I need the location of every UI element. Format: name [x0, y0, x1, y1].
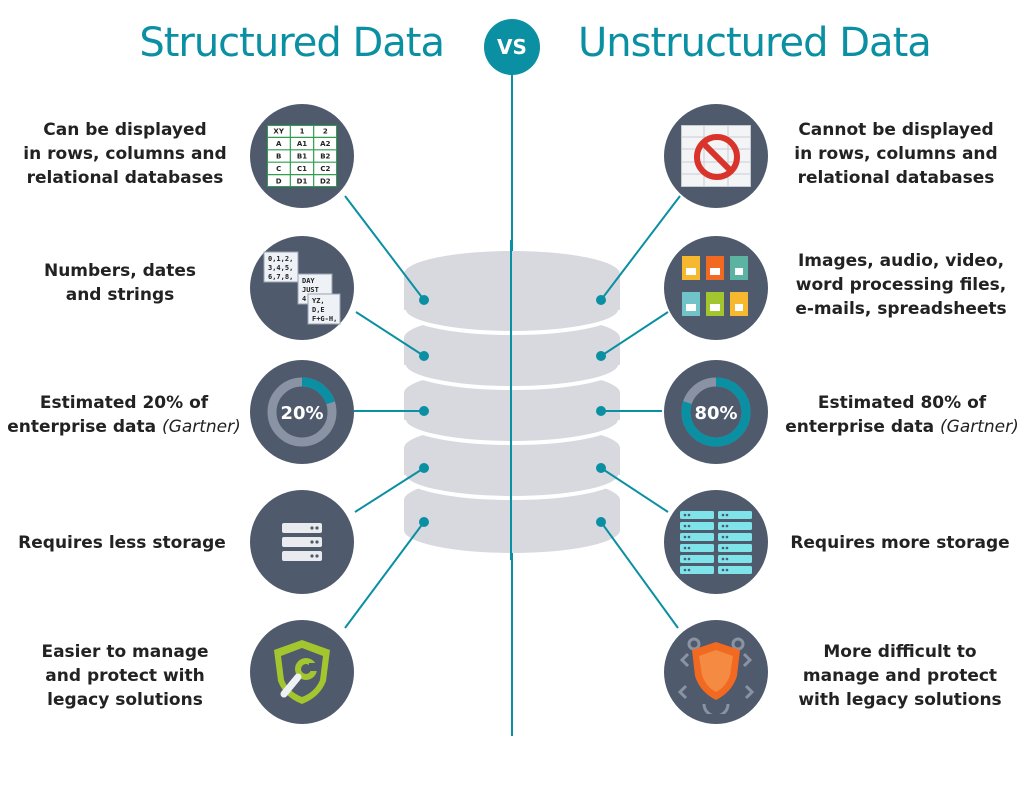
- no-table-icon-circle: [664, 104, 768, 208]
- left-label-1-line3: relational databases: [26, 168, 224, 188]
- table-cell: C1: [297, 165, 307, 173]
- table-cell: D1: [297, 177, 308, 185]
- strings-card3-line3: F+G-H,: [312, 315, 337, 323]
- server-unit: [718, 555, 752, 563]
- table-cell: D2: [320, 177, 331, 185]
- right-label-80-percent: Estimated 80% of enterprise data (Gartne…: [784, 391, 1020, 439]
- table-cell: A: [276, 140, 282, 148]
- right-label-3-line1: Estimated 80% of: [817, 393, 987, 413]
- server-unit: [718, 511, 752, 519]
- table-cell: B2: [320, 153, 330, 161]
- left-label-numbers-dates: Numbers, dates and strings: [20, 259, 220, 307]
- table-cell: B1: [297, 153, 307, 161]
- prohibited-table-icon: [681, 125, 751, 187]
- table-cell: C2: [320, 165, 330, 173]
- strings-card1-line1: 0,1,2,: [268, 255, 293, 263]
- right-label-3-line2: enterprise data: [785, 417, 935, 437]
- server-unit: [718, 533, 752, 541]
- vs-badge: VS: [484, 19, 540, 75]
- right-label-1-line1: Cannot be displayed: [798, 120, 994, 140]
- right-label-1-line2: in rows, columns and: [794, 144, 998, 164]
- strings-card3-line1: YZ,: [312, 297, 325, 305]
- right-label-5-line1: More difficult to: [823, 642, 977, 662]
- server-unit: [680, 511, 714, 519]
- table-cell: A2: [320, 140, 330, 148]
- server-unit: [718, 522, 752, 530]
- right-label-more-difficult: More difficult to manage and protect wit…: [786, 640, 1014, 712]
- right-label-more-storage: Requires more storage: [786, 531, 1014, 555]
- gauge-20-circle: 20%: [250, 360, 354, 464]
- strings-card2-line2: JUST: [302, 286, 319, 294]
- table-cell: A1: [297, 140, 307, 148]
- right-label-5-line2: manage and protect: [802, 666, 998, 686]
- gauge-20-value: 20%: [280, 403, 323, 424]
- left-label-rows-columns: Can be displayed in rows, columns and re…: [20, 118, 230, 190]
- table-cell: C: [276, 165, 281, 173]
- server-large-icon: [680, 511, 752, 574]
- left-label-20-percent: Estimated 20% of enterprise data (Gartne…: [6, 391, 242, 439]
- strings-card2-line1: DAY: [302, 277, 315, 285]
- right-label-5-line3: with legacy solutions: [798, 690, 1002, 710]
- right-label-rows-columns: Cannot be displayed in rows, columns and…: [786, 118, 1006, 190]
- structured-data-title: Structured Data: [139, 20, 445, 66]
- left-label-2-line2: and strings: [65, 285, 175, 305]
- right-label-3-source: (Gartner): [940, 417, 1019, 437]
- right-label-file-types: Images, audio, video, word processing fi…: [786, 249, 1016, 321]
- data-strings-icon: 0,1,2, 3,4,5, 6,7,8, DAY JUST 4,2025 YZ,…: [263, 251, 341, 325]
- orange-shield-circle: [664, 620, 768, 724]
- strings-icon-circle: 0,1,2, 3,4,5, 6,7,8, DAY JUST 4,2025 YZ,…: [250, 236, 354, 340]
- right-connectors: [596, 195, 681, 629]
- gauge-80-circle: 80%: [664, 360, 768, 464]
- left-label-1-line1: Can be displayed: [43, 120, 207, 140]
- right-label-2-line3: e-mails, spreadsheets: [795, 299, 1007, 319]
- left-label-3-line1: Estimated 20% of: [39, 393, 209, 413]
- left-label-3-line2: enterprise data: [7, 417, 157, 437]
- unstructured-data-title: Unstructured Data: [578, 20, 932, 66]
- server-unit: [680, 566, 714, 574]
- left-label-1-line2: in rows, columns and: [23, 144, 227, 164]
- gauge-80-icon: 80%: [681, 377, 751, 447]
- shield-wrench-icon: [274, 640, 330, 704]
- left-label-easier-manage: Easier to manage and protect with legacy…: [20, 640, 230, 712]
- left-label-2-line1: Numbers, dates: [43, 261, 197, 281]
- less-storage-circle: [250, 490, 354, 594]
- strings-card1-line2: 3,4,5,: [268, 264, 293, 272]
- lime-shield-circle: [250, 620, 354, 724]
- table-grid-icon: XY 1 2A A1 A2B B1 B2C C1 C2D D1 D2: [267, 125, 337, 187]
- server-unit: [718, 566, 752, 574]
- server-unit: [680, 555, 714, 563]
- table-cell: XY: [273, 128, 284, 136]
- server-unit: [680, 533, 714, 541]
- left-label-3-source: (Gartner): [162, 417, 241, 437]
- right-label-2-line2: word processing files,: [795, 275, 1007, 295]
- server-unit: [680, 522, 714, 530]
- table-cell: B: [276, 153, 281, 161]
- strings-card1-line3: 6,7,8,: [268, 273, 293, 281]
- table-cell: 2: [323, 128, 328, 136]
- right-label-4-line1: Requires more storage: [790, 533, 1010, 553]
- gauge-20-icon: 20%: [267, 377, 337, 447]
- left-label-5-line1: Easier to manage: [41, 642, 209, 662]
- server-small-icon: [282, 523, 322, 561]
- right-label-1-line3: relational databases: [797, 168, 995, 188]
- left-connectors: [344, 195, 429, 629]
- gauge-80-value: 80%: [694, 403, 737, 424]
- table-cell: 1: [300, 128, 305, 136]
- more-storage-circle: [664, 490, 768, 594]
- server-unit: [680, 544, 714, 552]
- table-cell: D: [276, 177, 282, 185]
- left-label-less-storage: Requires less storage: [8, 531, 236, 555]
- right-label-2-line1: Images, audio, video,: [797, 251, 1005, 271]
- left-label-5-line3: legacy solutions: [47, 690, 203, 710]
- shield-code-icon: [677, 637, 755, 714]
- strings-card3-line2: D,E: [312, 306, 325, 314]
- server-unit: [718, 544, 752, 552]
- left-label-4-line1: Requires less storage: [18, 533, 226, 553]
- file-types-circle: [664, 236, 768, 340]
- file-types-icon: [682, 256, 748, 316]
- left-label-5-line2: and protect with: [45, 666, 205, 686]
